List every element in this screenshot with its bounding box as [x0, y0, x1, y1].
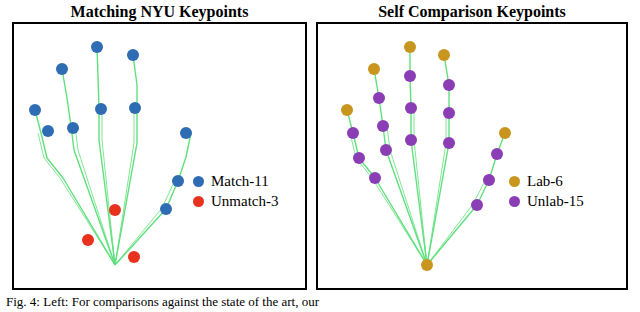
legend-label: Unlab-15 — [526, 193, 585, 210]
legend-entry: Unlab-15 — [509, 192, 585, 211]
figure-panel: Matching NYU Keypoints — [12, 22, 307, 290]
figure-panel: Self Comparison Keypoints — [316, 22, 628, 290]
legend-entry: Match-11 — [193, 172, 270, 191]
legend-swatch — [509, 196, 520, 207]
legend-entry: Lab-6 — [509, 172, 564, 191]
legend-label: Match-11 — [210, 173, 270, 190]
panel-title: Matching NYU Keypoints — [14, 3, 305, 21]
legend-swatch — [193, 196, 204, 207]
legend-swatch — [193, 176, 204, 187]
figure-caption: Fig. 4: Left: For comparisons against th… — [6, 294, 319, 310]
legend-swatch — [509, 176, 520, 187]
legend-entry: Unmatch-3 — [193, 192, 279, 211]
panel-title: Self Comparison Keypoints — [318, 3, 626, 21]
legend-label: Unmatch-3 — [210, 193, 279, 210]
legend-label: Lab-6 — [526, 173, 564, 190]
